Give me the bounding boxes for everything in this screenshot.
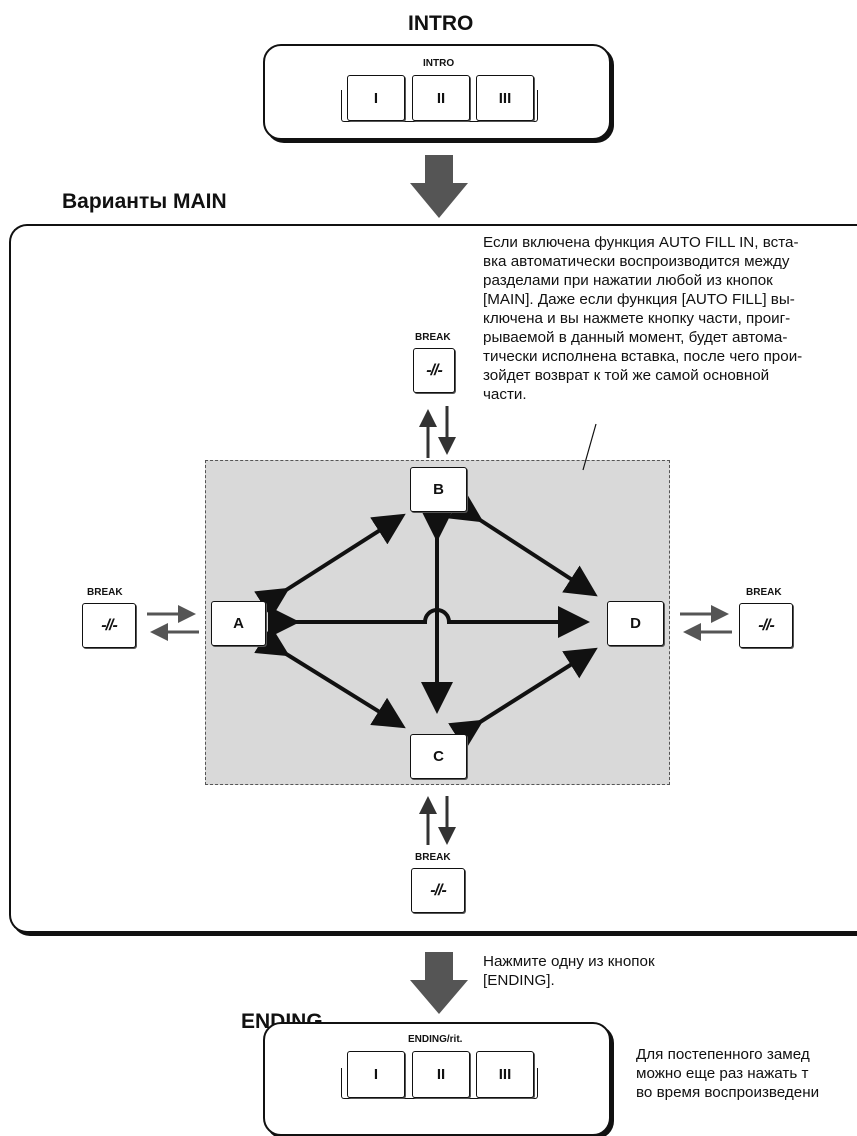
auto-fill-note-line: разделами при нажатии любой из кнопок (483, 272, 773, 289)
auto-fill-note: Если включена функция AUTO FILL IN, вста… (483, 233, 857, 404)
ending-press-note-line: Нажмите одну из кнопок (483, 953, 655, 970)
auto-fill-note-line: ключена и вы нажмете кнопку части, проиг… (483, 310, 791, 327)
arrow-b-d (448, 491, 598, 597)
main-button-d[interactable]: D (607, 601, 664, 646)
intro-button-3[interactable]: III (476, 75, 534, 121)
ritardando-note-line: Для постепенного замед (636, 1046, 810, 1063)
auto-fill-note-line: части. (483, 386, 527, 403)
auto-fill-note-line: вка автоматически воспроизводится между (483, 253, 790, 270)
intro-button-1[interactable]: I (347, 75, 405, 121)
ending-panel-label: ENDING/rit. (408, 1034, 463, 1045)
intro-button-2[interactable]: II (412, 75, 470, 121)
intro-bracket (341, 90, 538, 122)
break-label-left: BREAK (87, 587, 123, 598)
break-label-bottom: BREAK (415, 852, 451, 863)
break-label-top: BREAK (415, 332, 451, 343)
arrow-c-d (448, 647, 598, 751)
break-symbol: -//- (430, 881, 447, 899)
ritardando-note-line: во время воспроизведени (636, 1084, 820, 1101)
ending-press-note-line: [ENDING]. (483, 972, 555, 989)
break-symbol: -//- (426, 361, 443, 379)
break-symbol: -//- (758, 616, 775, 634)
ending-bracket (341, 1068, 538, 1099)
break-button-top[interactable]: -//- (413, 348, 455, 393)
down-arrow-intro-to-main (410, 155, 468, 218)
auto-fill-note-line: тически исполнена вставка, после чего пр… (483, 348, 803, 365)
intro-panel-label: INTRO (423, 58, 455, 69)
ending-button-3[interactable]: III (476, 1051, 534, 1098)
note-pointer-line (582, 423, 597, 471)
main-button-b[interactable]: B (410, 467, 467, 512)
break-label-right: BREAK (746, 587, 782, 598)
ritardando-note-line: можно еще раз нажать т (636, 1065, 809, 1082)
auto-fill-note-line: рываемой в данный момент, будет автома- (483, 329, 788, 346)
auto-fill-note-line: [MAIN]. Даже если функция [AUTO FILL] вы… (483, 291, 795, 308)
down-arrow-main-to-ending (410, 952, 468, 1014)
arrow-a-b (254, 513, 406, 619)
break-button-right[interactable]: -//- (739, 603, 793, 648)
break-button-left[interactable]: -//- (82, 603, 136, 648)
main-button-c[interactable]: C (410, 734, 467, 779)
auto-fill-note-line: зойдет возврат к той же самой основной (483, 367, 770, 384)
break-button-bottom[interactable]: -//- (411, 868, 465, 913)
ritardando-note: Для постепенного замед можно еще раз наж… (636, 1045, 819, 1102)
main-button-a[interactable]: A (211, 601, 266, 646)
ending-button-2[interactable]: II (412, 1051, 470, 1098)
main-title: Варианты MAIN (62, 190, 227, 213)
break-symbol: -//- (101, 616, 118, 634)
ending-press-note: Нажмите одну из кнопок [ENDING]. (483, 952, 655, 990)
auto-fill-note-line: Если включена функция AUTO FILL IN, вста… (483, 234, 799, 251)
intro-title: INTRO (408, 12, 474, 35)
arrow-a-c (254, 625, 406, 729)
ending-button-1[interactable]: I (347, 1051, 405, 1098)
